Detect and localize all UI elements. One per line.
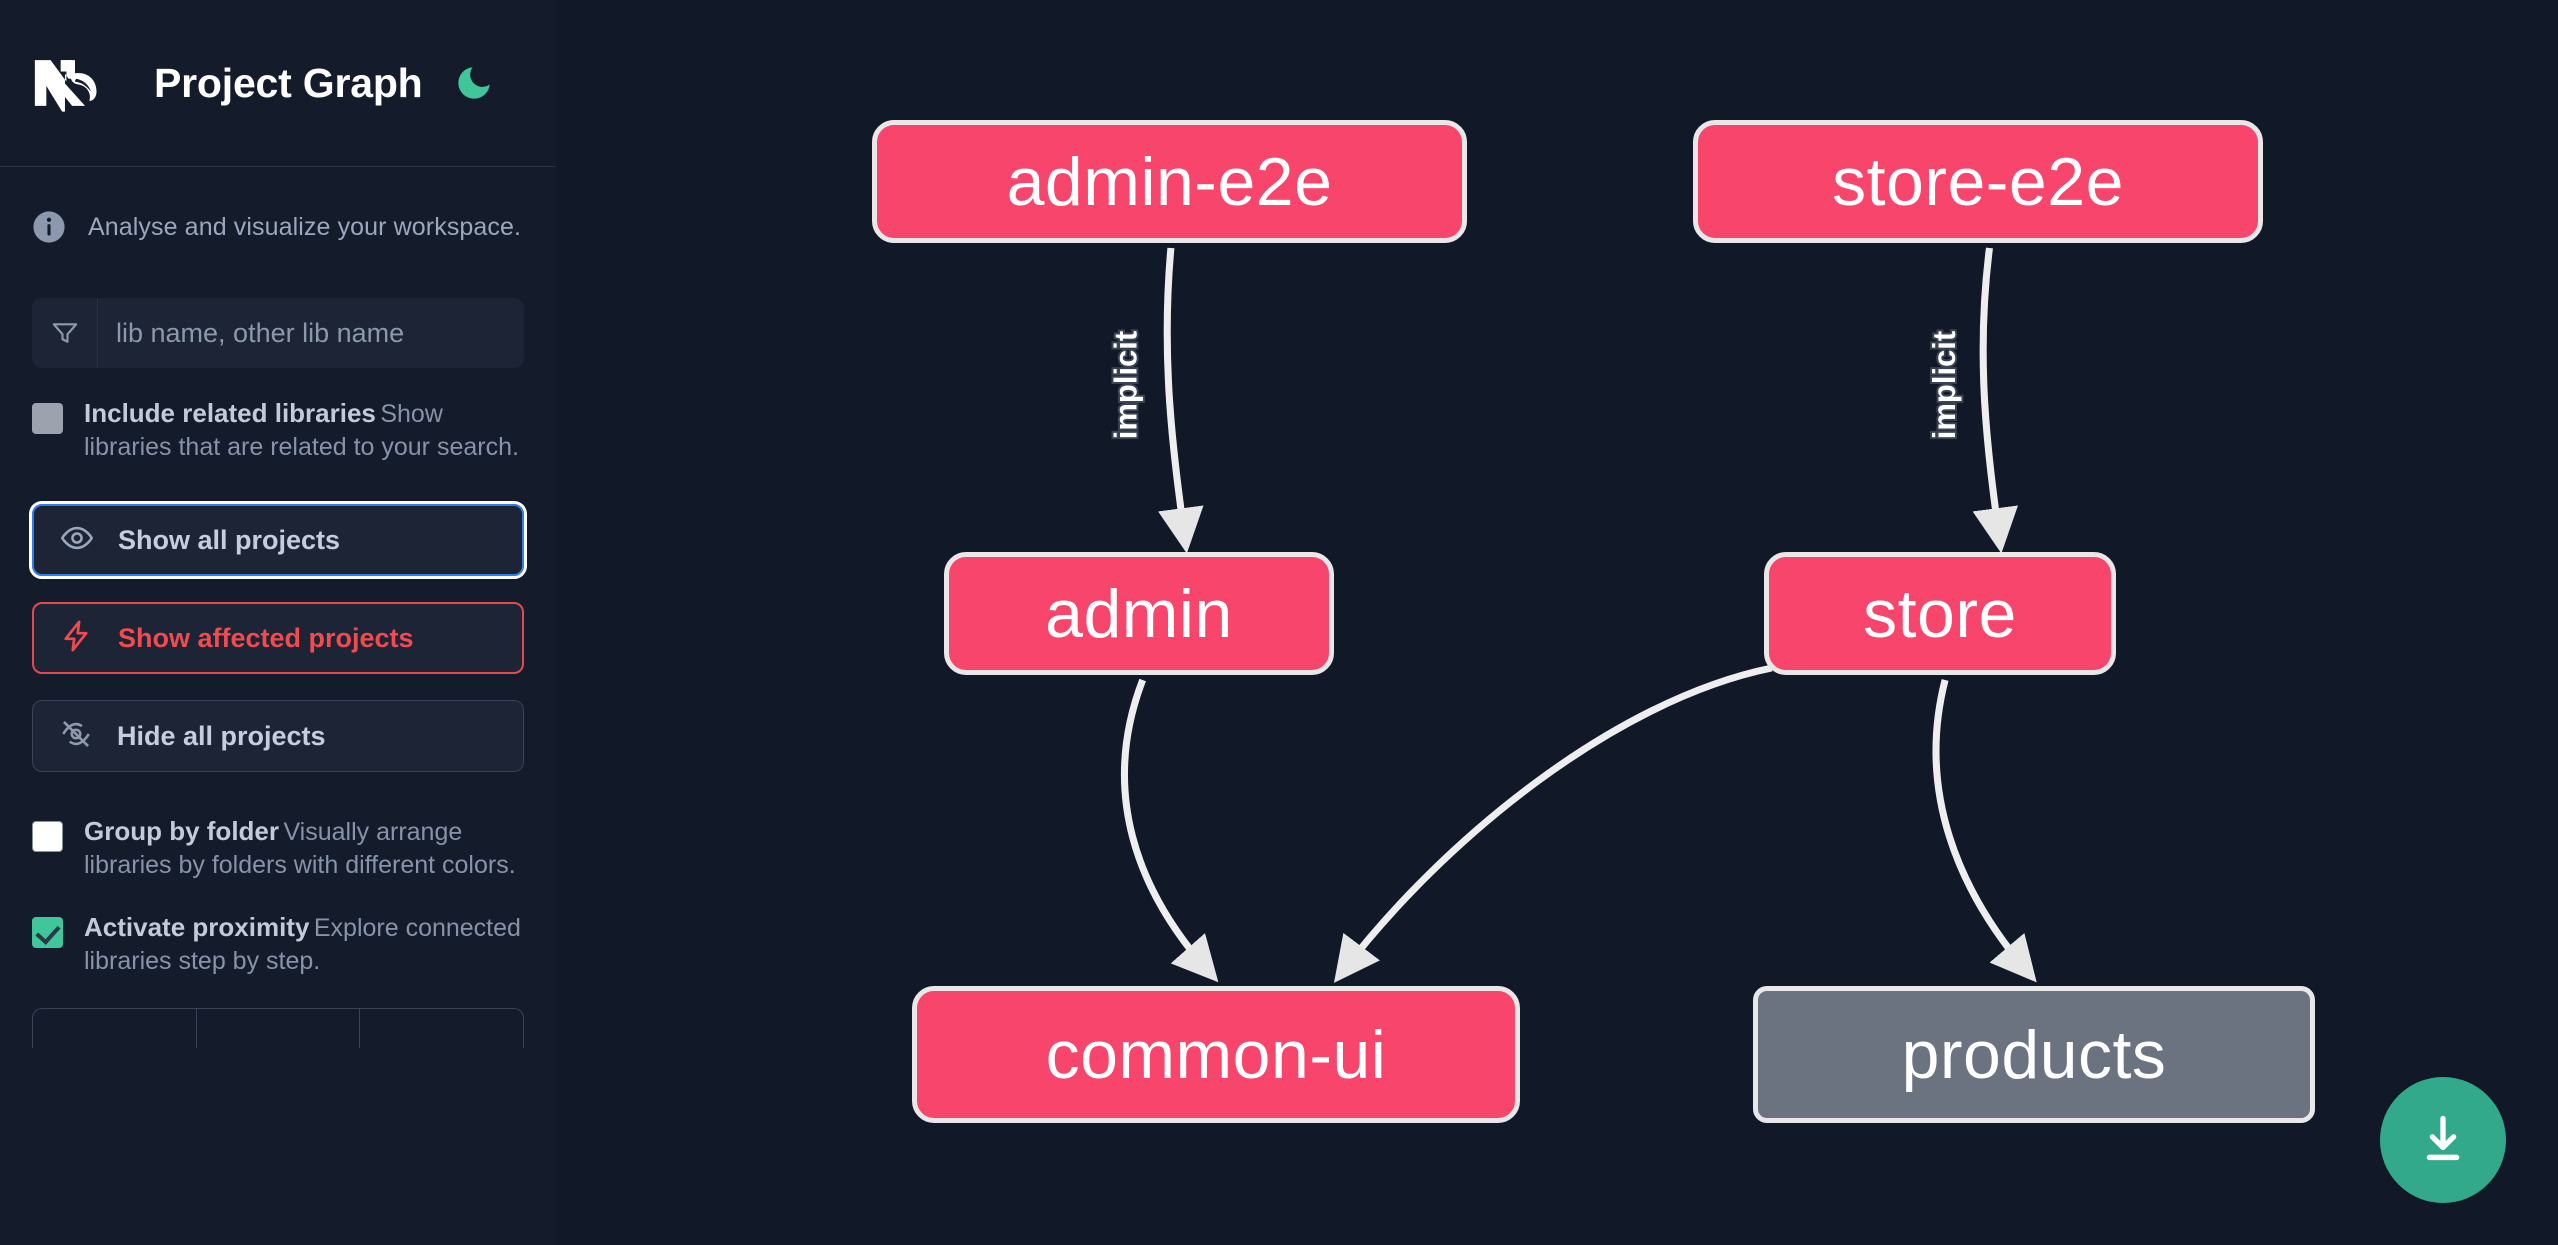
group-by-folder-checkbox[interactable] — [32, 821, 63, 852]
proximity-step-decrease[interactable] — [33, 1009, 197, 1048]
option-group-by-folder[interactable]: Group by folder Visually arrange librari… — [32, 816, 524, 882]
option-activate-proximity[interactable]: Activate proximity Explore connected lib… — [32, 912, 524, 978]
graph-canvas[interactable]: implicit implicit admin-e2e store-e2e ad… — [556, 0, 2558, 1245]
edge-label-implicit-admin: implicit — [1109, 331, 1144, 439]
graph-node-products[interactable]: products — [1753, 986, 2315, 1123]
sidebar-body: Analyse and visualize your workspace. In… — [0, 210, 556, 1048]
proximity-step-value[interactable] — [197, 1009, 361, 1048]
search-bar[interactable] — [32, 298, 524, 368]
hide-all-projects-button[interactable]: Hide all projects — [32, 700, 524, 772]
nx-logo — [32, 54, 118, 112]
edge-label-implicit-store: implicit — [1927, 331, 1962, 439]
info-icon — [32, 210, 66, 244]
activate-proximity-desc: Explore connected libraries step by step… — [84, 914, 521, 975]
edge-store-to-products — [1932, 679, 2037, 983]
graph-node-label: products — [1901, 1016, 2167, 1093]
graph-node-common-ui[interactable]: common-ui — [912, 986, 1520, 1123]
graph-edges: implicit implicit — [1107, 247, 2037, 983]
graph-node-admin-e2e[interactable]: admin-e2e — [872, 120, 1467, 243]
group-by-folder-label: Group by folder — [84, 816, 279, 846]
proximity-step-increase[interactable] — [360, 1009, 523, 1048]
graph-node-label: common-ui — [1045, 1016, 1387, 1093]
sidebar-header: Project Graph — [0, 0, 556, 167]
group-by-folder-desc: Visually arrange libraries by folders wi… — [84, 818, 516, 879]
activate-proximity-label: Activate proximity — [84, 912, 310, 942]
edge-store-to-common-ui — [1333, 664, 1773, 983]
page-title: Project Graph — [154, 59, 423, 106]
moon-icon[interactable] — [453, 62, 495, 104]
analyse-text: Analyse and visualize your workspace. — [88, 212, 522, 241]
include-related-libraries-desc: Show libraries that are related to your … — [84, 400, 519, 461]
graph-node-label: admin-e2e — [1006, 143, 1333, 220]
graph-node-label: store-e2e — [1832, 143, 2124, 220]
activate-proximity-checkbox[interactable] — [32, 917, 63, 948]
sidebar: Project Graph Analyse and visualize your… — [0, 0, 556, 1245]
bolt-icon — [60, 619, 94, 658]
download-image-button[interactable] — [2380, 1077, 2506, 1203]
graph-node-store[interactable]: store — [1764, 552, 2116, 675]
eye-off-icon — [59, 717, 93, 756]
include-related-libraries-label: Include related libraries — [84, 398, 376, 428]
eye-icon — [60, 521, 94, 560]
edge-store-e2e-to-store — [1972, 247, 2019, 554]
option-include-related-libraries[interactable]: Include related libraries Show libraries… — [32, 398, 524, 464]
filter-icon — [32, 298, 98, 368]
graph-node-store-e2e[interactable]: store-e2e — [1693, 120, 2263, 243]
search-input[interactable] — [98, 298, 524, 368]
analyse-info-row: Analyse and visualize your workspace. — [32, 210, 524, 244]
show-affected-projects-button[interactable]: Show affected projects — [32, 602, 524, 674]
proximity-step-control[interactable] — [32, 1008, 524, 1048]
graph-node-admin[interactable]: admin — [944, 552, 1334, 675]
include-related-libraries-checkbox[interactable] — [32, 403, 63, 434]
hide-all-projects-label: Hide all projects — [117, 720, 326, 751]
show-all-projects-label: Show all projects — [118, 524, 341, 555]
download-icon — [2414, 1110, 2472, 1171]
edge-admin-to-common-ui — [1121, 678, 1219, 983]
show-affected-projects-label: Show affected projects — [118, 622, 414, 653]
edge-admin-e2e-to-admin — [1158, 247, 1204, 554]
graph-node-label: admin — [1045, 575, 1233, 652]
show-all-projects-button[interactable]: Show all projects — [29, 501, 527, 579]
graph-node-label: store — [1863, 575, 2017, 652]
